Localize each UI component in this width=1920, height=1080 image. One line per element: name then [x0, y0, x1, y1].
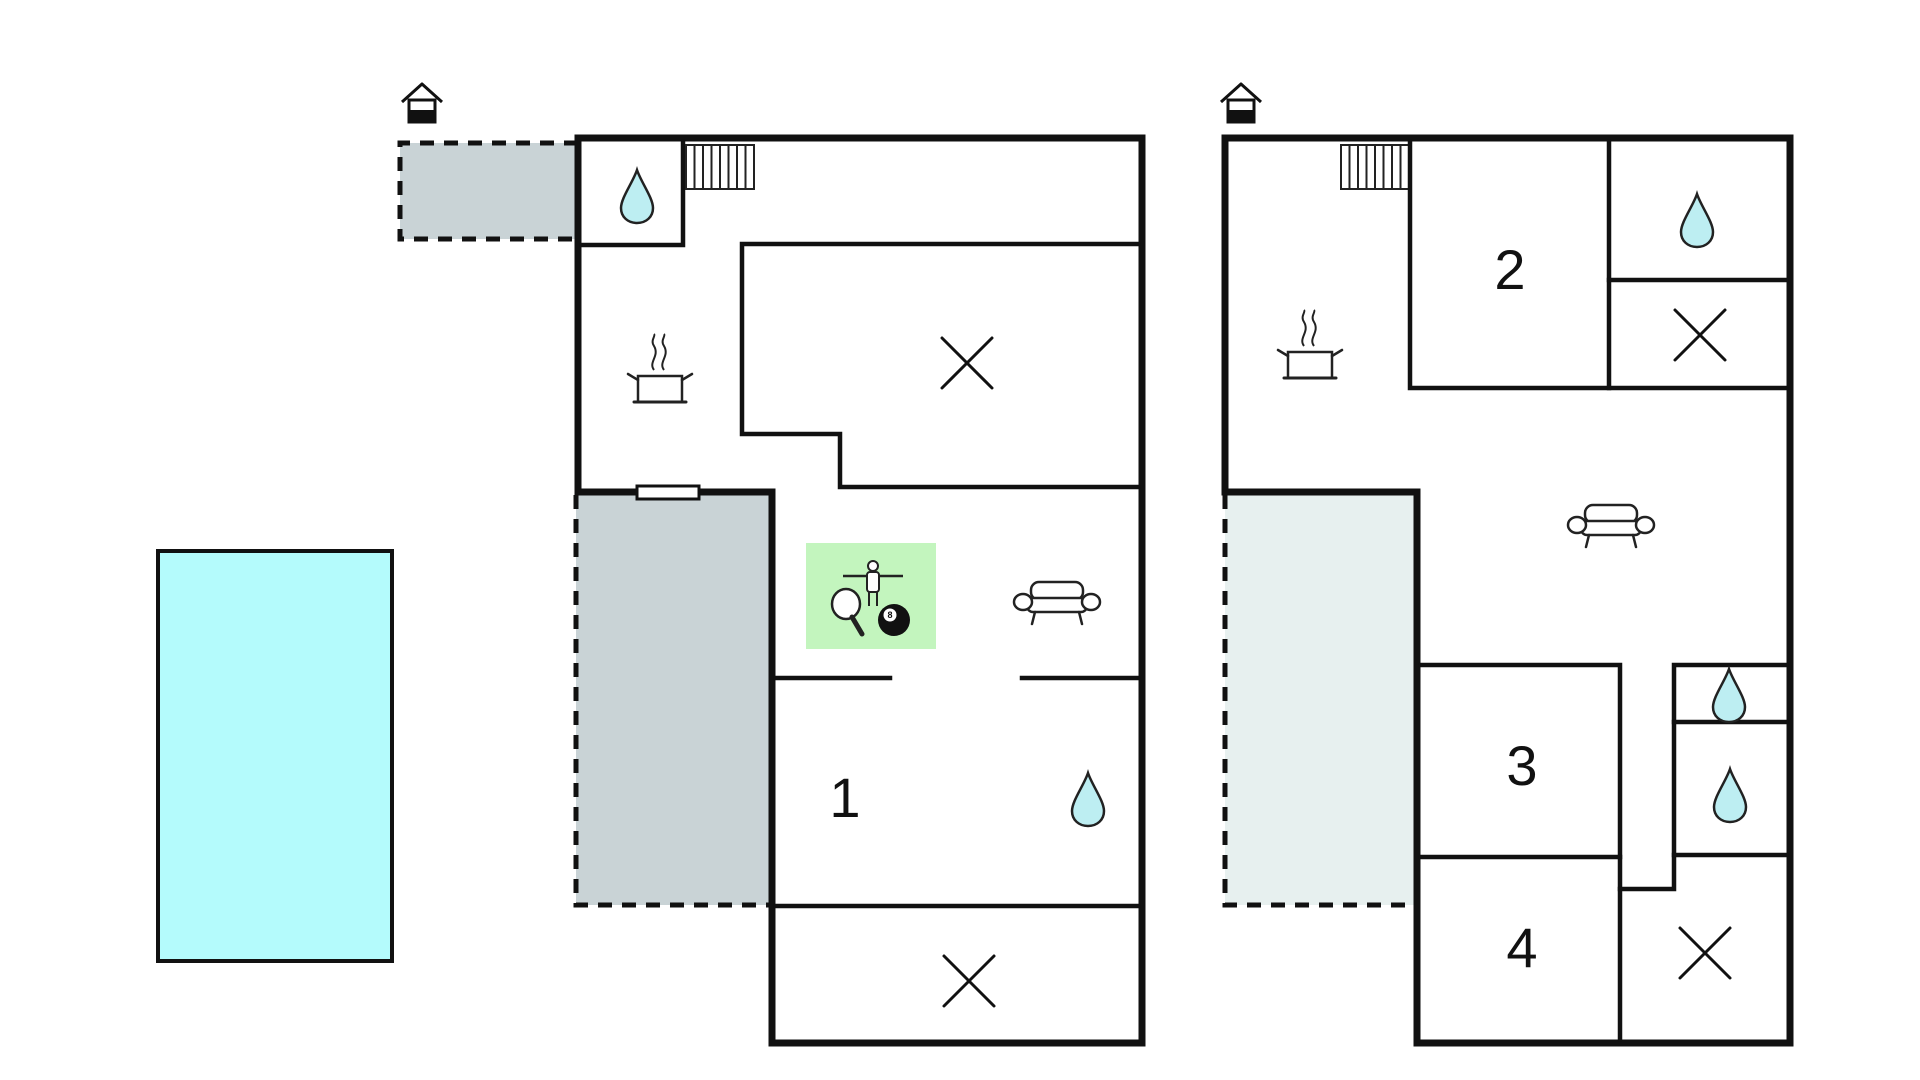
sofa-icon	[1012, 580, 1102, 626]
staircase-icon	[685, 144, 755, 190]
water-drop-icon	[619, 168, 655, 225]
room-number-2: 2	[1494, 238, 1525, 301]
terrace-top-left	[400, 143, 578, 239]
room-number-1: 1	[829, 766, 860, 829]
games-room-icon: 8	[806, 543, 936, 649]
water-drop-icon	[1711, 667, 1747, 724]
house-entrance-icon	[400, 82, 444, 124]
upper-floor-plan: 2 3 4	[1219, 82, 1794, 1047]
house-entrance-icon	[1219, 82, 1263, 124]
terrace-side	[576, 495, 772, 905]
sofa-icon	[1566, 503, 1656, 549]
water-drop-icon	[1712, 767, 1748, 824]
cross-mark-icon	[942, 954, 996, 1008]
room-number-3: 3	[1506, 734, 1537, 797]
cooking-pot-icon	[626, 332, 694, 404]
ground-floor-plan: 8 1	[397, 82, 1146, 1047]
window	[635, 484, 701, 501]
cross-mark-icon	[940, 336, 994, 390]
svg-text:8: 8	[887, 610, 892, 620]
water-drop-icon	[1070, 771, 1106, 828]
terrace-upper	[1225, 495, 1417, 905]
room-number-4: 4	[1506, 916, 1537, 979]
cooking-pot-icon	[1276, 308, 1344, 380]
cross-mark-icon	[1678, 926, 1732, 980]
swimming-pool	[156, 549, 394, 963]
staircase-icon	[1340, 144, 1410, 190]
water-drop-icon	[1679, 192, 1715, 249]
cross-mark-icon	[1673, 308, 1727, 362]
